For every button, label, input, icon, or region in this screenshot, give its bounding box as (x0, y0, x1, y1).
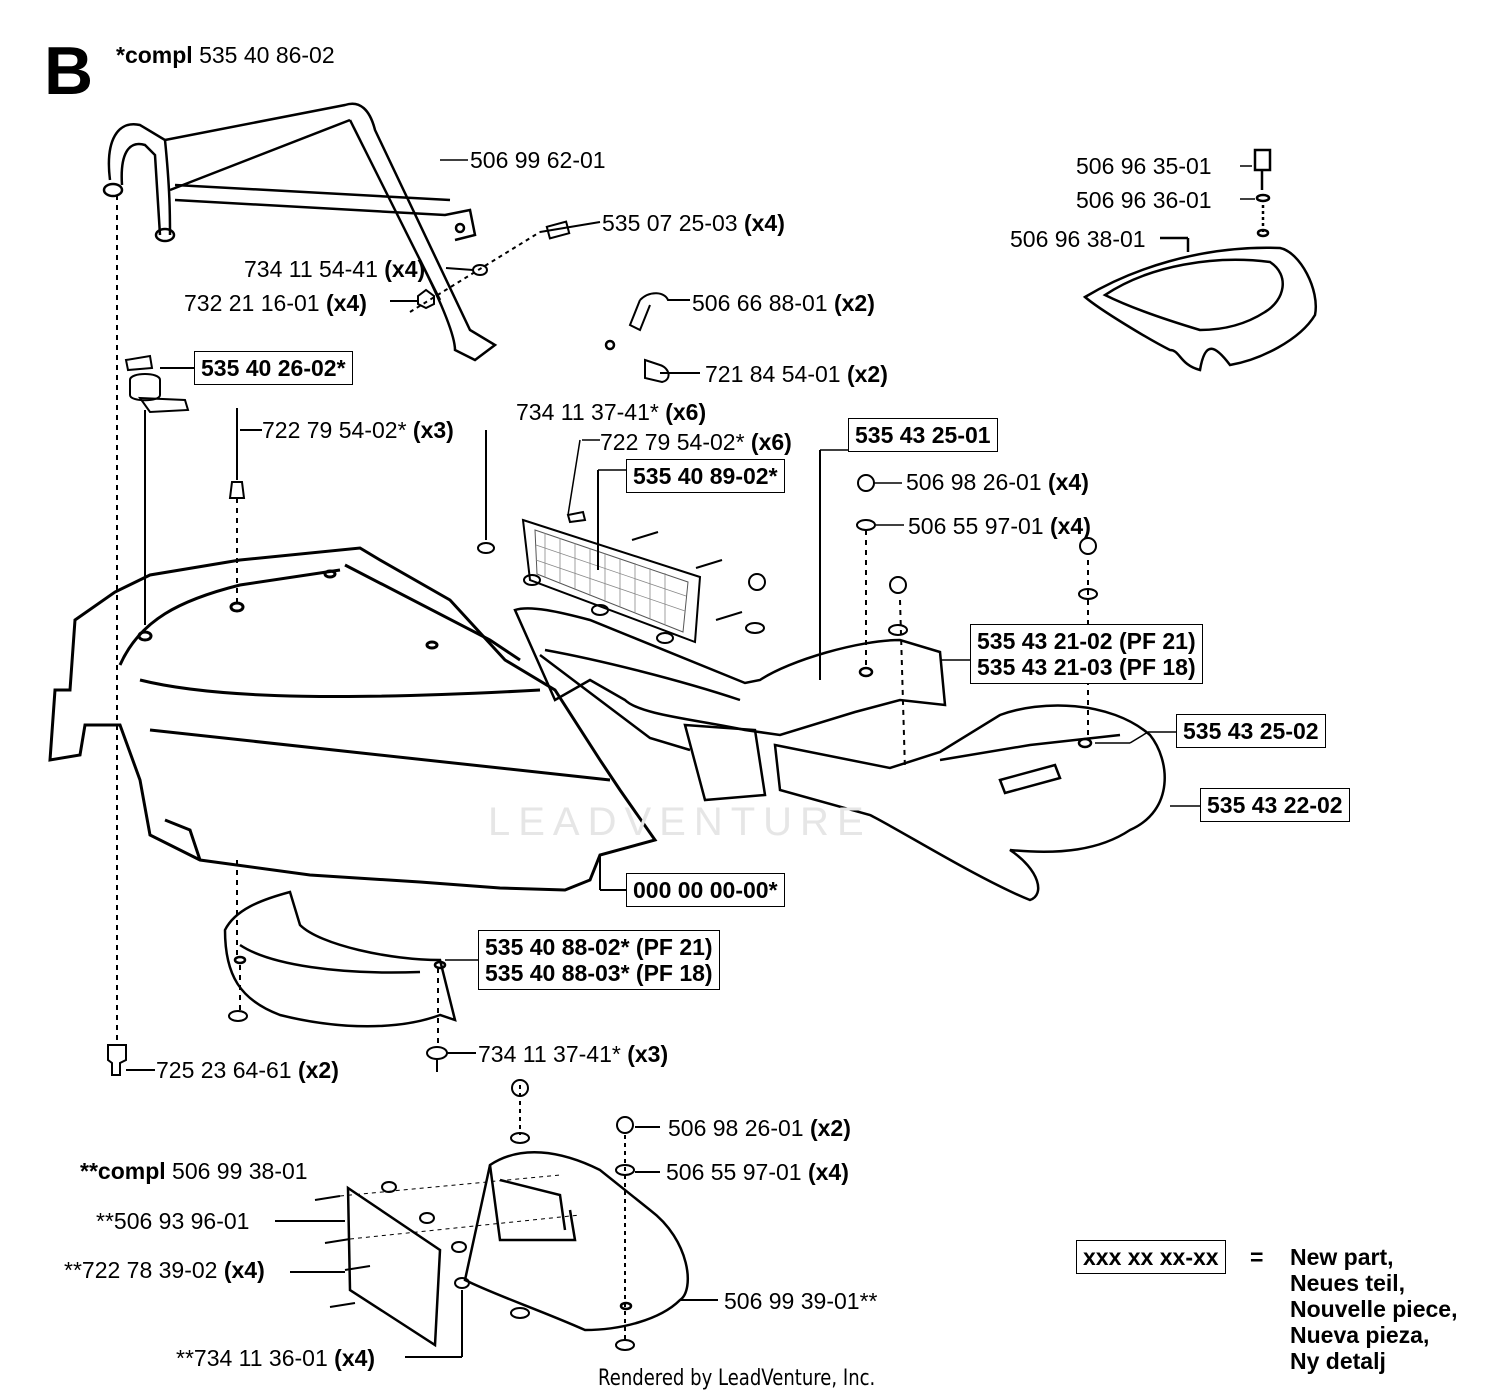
label-506963501[interactable]: 506 96 35-01 (1076, 153, 1212, 179)
section-letter: B (44, 33, 94, 109)
legend-line: New part, (1290, 1244, 1394, 1270)
label-535072503[interactable]: 535 07 25-03 (x4) (602, 210, 785, 236)
label-506993901[interactable]: 506 99 39-01** (724, 1288, 878, 1314)
box-535432103: 535 43 21-03 (PF 18) (977, 654, 1196, 680)
box-535402602[interactable]: 535 40 26-02* (194, 351, 353, 385)
legend-equals: = (1250, 1244, 1264, 1270)
box-535408902[interactable]: 535 40 89-02* (626, 459, 785, 493)
box-000000000[interactable]: 000 00 00-00* (626, 873, 785, 907)
legend-line: Neues teil, (1290, 1270, 1406, 1296)
compl-sub-label: **compl 506 99 38-01 (80, 1158, 308, 1184)
fender-assembly-drawing (513, 607, 1166, 902)
part-number: 535 07 25-03 (602, 210, 738, 236)
label-722795402-x6[interactable]: 722 79 54-02* (x6) (600, 429, 792, 455)
qty: (x2) (297, 1057, 339, 1083)
qty: (x4) (1047, 469, 1089, 495)
part-number: 506 98 26-01 (906, 469, 1042, 495)
qty: (x2) (809, 1115, 851, 1141)
qty: (x3) (412, 417, 454, 443)
legend-line: Nueva pieza, (1290, 1322, 1430, 1348)
box-535408803: 535 40 88-03* (PF 18) (485, 960, 713, 986)
label-506982601-x2[interactable]: 506 98 26-01 (x2) (668, 1115, 851, 1141)
qty: (x2) (833, 290, 875, 316)
legend-sample-box: xxx xx xx-xx (1076, 1240, 1226, 1274)
bolt-line-drawing (107, 195, 155, 1076)
part-number: 734 11 54-41 (244, 256, 378, 282)
label-734113601[interactable]: **734 11 36-01 (x4) (176, 1345, 375, 1371)
qty: (x4) (807, 1159, 849, 1185)
label-722795402-x3[interactable]: 722 79 54-02* (x3) (262, 417, 454, 443)
label-734113741-x6[interactable]: 734 11 37-41* (x6) (516, 399, 706, 425)
compl-sub-number: 506 99 38-01 (172, 1158, 308, 1184)
bottom-cover-drawing (346, 1151, 689, 1348)
lower-bracket-drawing (223, 890, 457, 1028)
leader-lines (440, 159, 1255, 961)
legend-line: Nouvelle piece, (1290, 1296, 1458, 1322)
box-535432102-103[interactable]: 535 43 21-02 (PF 21) 535 43 21-03 (PF 18… (970, 624, 1203, 684)
qty: (x2) (846, 361, 888, 387)
qty: (x4) (1049, 513, 1091, 539)
compl-main-prefix: *compl (116, 42, 193, 68)
qty: (x4) (743, 210, 785, 236)
box-535408802: 535 40 88-02* (PF 21) (485, 934, 713, 960)
part-number: **734 11 36-01 (176, 1345, 328, 1371)
part-number: 722 79 54-02* (262, 417, 407, 443)
label-722783902[interactable]: **722 78 39-02 (x4) (64, 1257, 265, 1283)
label-506559701-x4-lower[interactable]: 506 55 97-01 (x4) (666, 1159, 849, 1185)
box-535432102: 535 43 21-02 (PF 21) (977, 628, 1196, 654)
box-535432502[interactable]: 535 43 25-02 (1176, 714, 1326, 748)
qty: (x4) (223, 1257, 265, 1283)
main-hood-drawing (48, 546, 658, 892)
label-506982601-x4[interactable]: 506 98 26-01 (x4) (906, 469, 1089, 495)
part-number: 732 21 16-01 (184, 290, 320, 316)
part-number: 722 79 54-02* (600, 429, 745, 455)
label-506668801[interactable]: 506 66 88-01 (x2) (692, 290, 875, 316)
part-number: **722 78 39-02 (64, 1257, 218, 1283)
label-734113741-x3[interactable]: 734 11 37-41* (x3) (478, 1041, 668, 1067)
watermark: LEADVENTURE (488, 800, 872, 844)
part-number: 506 55 97-01 (666, 1159, 802, 1185)
grille-panel-drawing (477, 430, 743, 644)
box-535432202[interactable]: 535 43 22-02 (1200, 788, 1350, 822)
part-number: 734 11 37-41* (516, 399, 659, 425)
label-506963601[interactable]: 506 96 36-01 (1076, 187, 1212, 213)
label-506963801[interactable]: 506 96 38-01 (1010, 226, 1146, 252)
compl-main-number: 535 40 86-02 (199, 42, 335, 68)
qty: (x4) (325, 290, 367, 316)
box-535432501[interactable]: 535 43 25-01 (848, 418, 998, 452)
part-number: 506 98 26-01 (668, 1115, 804, 1141)
qty: (x6) (750, 429, 792, 455)
label-721845401[interactable]: 721 84 54-01 (x2) (705, 361, 888, 387)
part-number: 506 66 88-01 (692, 290, 828, 316)
knob-drawing (124, 354, 195, 625)
label-506939601[interactable]: **506 93 96-01 (96, 1208, 250, 1234)
label-506559701-x4-upper[interactable]: 506 55 97-01 (x4) (908, 513, 1091, 539)
qty: (x6) (665, 399, 707, 425)
pin-drawing (228, 408, 262, 605)
qty: (x3) (627, 1041, 669, 1067)
credit-text: Rendered by LeadVenture, Inc. (598, 1366, 876, 1391)
handle-frame-drawing (102, 102, 616, 362)
label-732211601[interactable]: 732 21 16-01 (x4) (184, 290, 367, 316)
part-number: 725 23 64-61 (156, 1057, 292, 1083)
qty: (x4) (384, 256, 426, 282)
label-725236461[interactable]: 725 23 64-61 (x2) (156, 1057, 339, 1083)
seat-cover-drawing (1082, 148, 1318, 372)
legend-line: Ny detalj (1290, 1348, 1386, 1374)
legend-text: New part, Neues teil, Nouvelle piece, Nu… (1290, 1244, 1457, 1374)
part-number: 734 11 37-41* (478, 1041, 621, 1067)
part-number: 506 55 97-01 (908, 513, 1044, 539)
box-535408802-803[interactable]: 535 40 88-02* (PF 21) 535 40 88-03* (PF … (478, 930, 720, 990)
compl-sub-prefix: **compl (80, 1158, 166, 1184)
compl-main-label: *compl 535 40 86-02 (116, 42, 335, 68)
label-506996201[interactable]: 506 99 62-01 (470, 147, 606, 173)
handle-fasteners-drawing (390, 220, 700, 384)
part-number: 721 84 54-01 (705, 361, 841, 387)
label-734115441[interactable]: 734 11 54-41 (x4) (244, 256, 425, 282)
qty: (x4) (334, 1345, 376, 1371)
